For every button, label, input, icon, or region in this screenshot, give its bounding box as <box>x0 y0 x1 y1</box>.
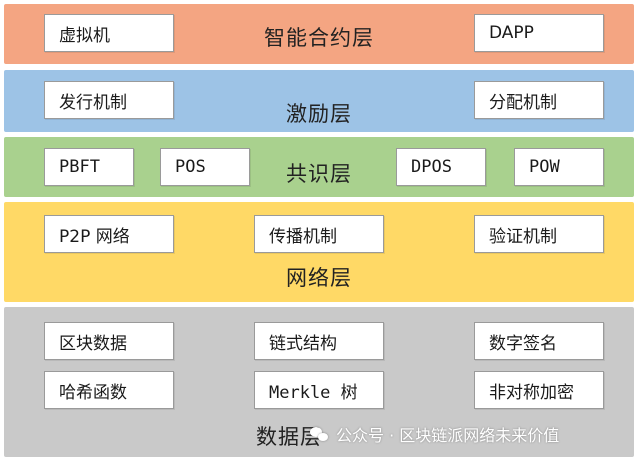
box-pbft: PBFT <box>44 148 134 186</box>
layer-smart-contract: 智能合约层 虚拟机 DAPP <box>4 4 634 64</box>
box-p2p-network: P2P 网络 <box>44 215 174 253</box>
box-dapp: DAPP <box>474 14 604 52</box>
box-pos: POS <box>160 148 250 186</box>
box-digital-signature: 数字签名 <box>474 322 604 360</box>
layer-title-smart-contract: 智能合约层 <box>264 26 374 50</box>
layer-title-network: 网络层 <box>286 266 352 290</box>
box-hash-function: 哈希函数 <box>44 371 174 409</box>
watermark-text: 公众号 · 区块链派网络未来价值 <box>336 426 560 445</box>
box-block-data: 区块数据 <box>44 322 174 360</box>
layer-consensus: 共识层 PBFT POS DPOS POW <box>4 137 634 197</box>
box-distribution-mechanism: 分配机制 <box>474 81 604 119</box>
box-asymmetric-encryption: 非对称加密 <box>474 371 604 409</box>
layer-title-incentive: 激励层 <box>286 102 352 126</box>
box-dpos: DPOS <box>396 148 486 186</box>
box-pow: POW <box>514 148 604 186</box>
box-chain-structure: 链式结构 <box>254 322 384 360</box>
box-verification-mechanism: 验证机制 <box>474 215 604 253</box>
box-virtual-machine: 虚拟机 <box>44 14 174 52</box>
layer-incentive: 激励层 发行机制 分配机制 <box>4 70 634 132</box>
box-issuance-mechanism: 发行机制 <box>44 81 174 119</box>
layer-data: 区块数据 链式结构 数字签名 哈希函数 Merkle 树 非对称加密 数据层 <box>4 307 634 457</box>
box-merkle-tree: Merkle 树 <box>254 371 384 409</box>
box-propagation-mechanism: 传播机制 <box>254 215 384 253</box>
wechat-icon <box>310 426 330 442</box>
layer-title-consensus: 共识层 <box>286 162 352 186</box>
layer-network: 网络层 P2P 网络 传播机制 验证机制 <box>4 202 634 302</box>
watermark: 公众号 · 区块链派网络未来价值 <box>310 422 559 446</box>
